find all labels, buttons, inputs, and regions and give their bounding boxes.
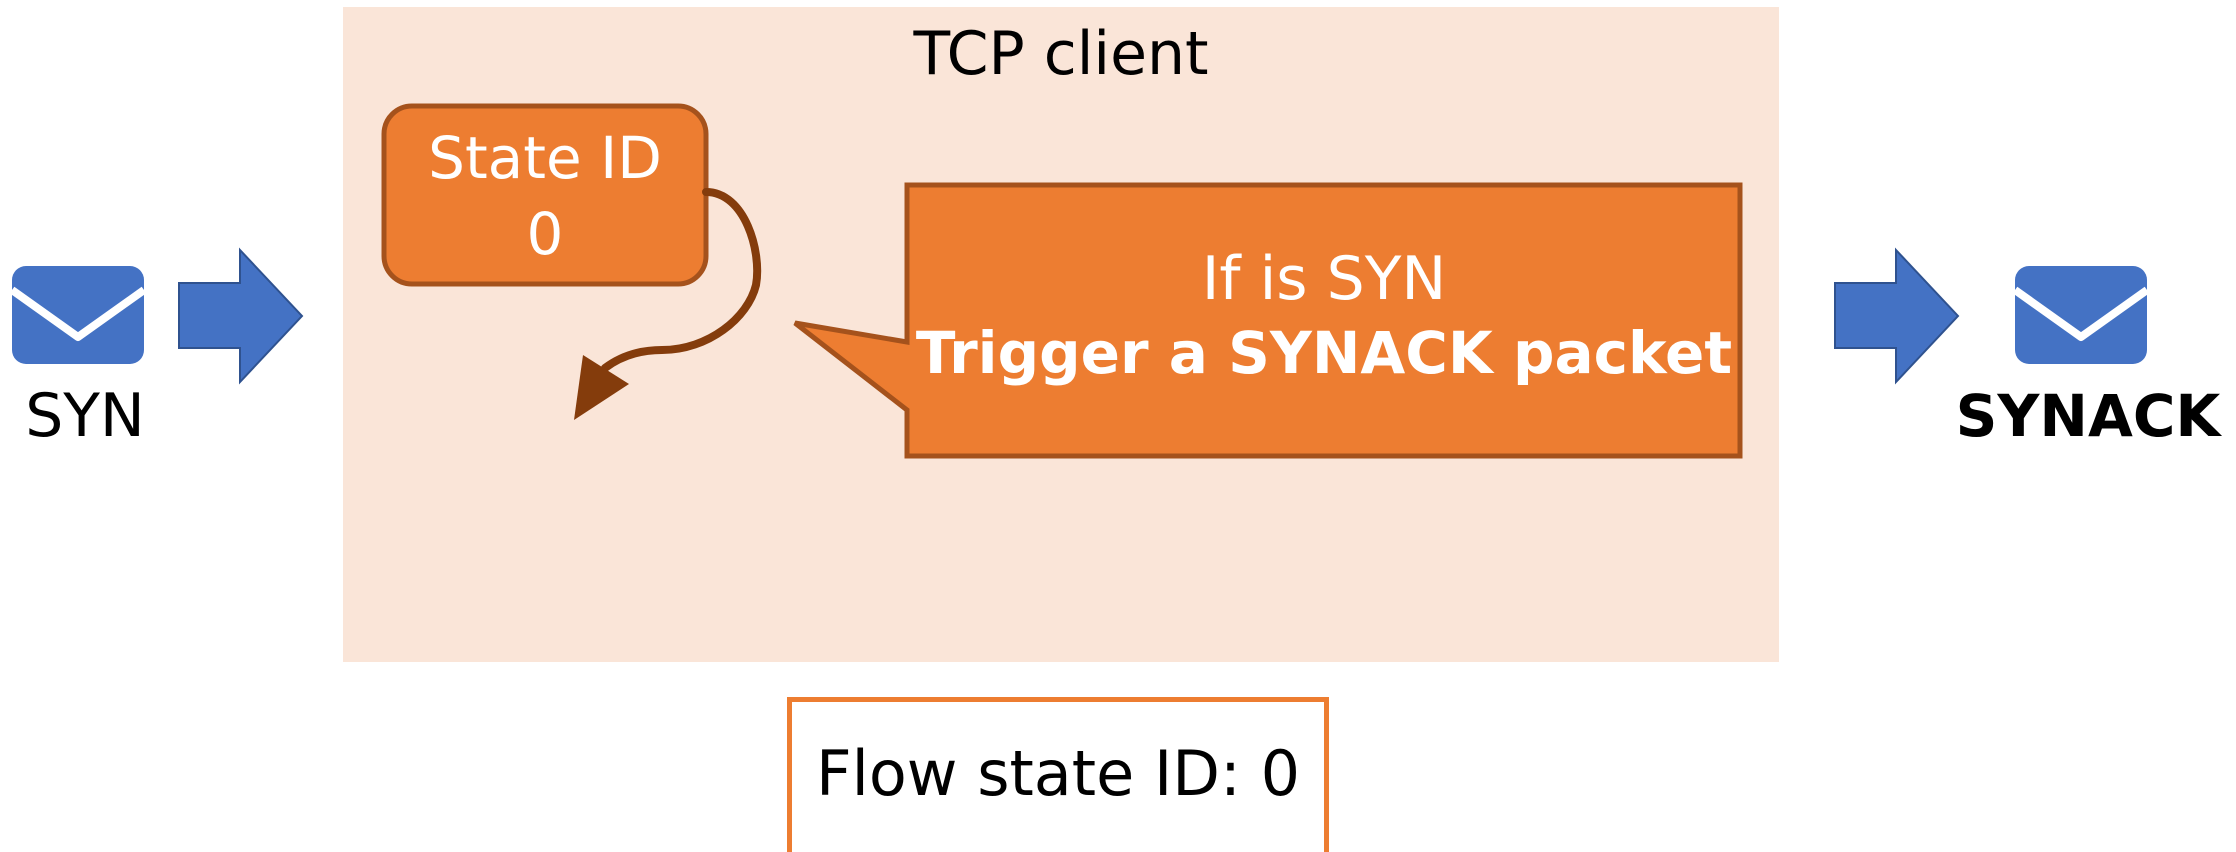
callout-bubble — [793, 182, 1743, 459]
callout-condition: If is SYN — [1201, 244, 1447, 314]
state-id-value: 0 — [526, 200, 564, 268]
state-loop-arrowhead — [574, 355, 629, 420]
tcp-client-title: TCP client — [913, 19, 1209, 89]
input-arrow-icon — [178, 247, 304, 385]
syn-packet-label: SYN — [25, 381, 145, 451]
callout-text: If is SYN Trigger a SYNACK packet — [908, 242, 1740, 390]
output-arrow-icon — [1834, 247, 1960, 385]
state-id-label: State ID — [428, 124, 662, 192]
callout-action: Trigger a SYNACK packet — [915, 319, 1733, 387]
syn-envelope-icon — [9, 266, 147, 364]
state-id-text: State ID 0 — [384, 120, 706, 272]
flow-state-box — [787, 697, 1329, 852]
flow-state-label: Flow state ID: 0 — [815, 737, 1301, 810]
synack-packet-label: SYNACK — [1955, 382, 2221, 450]
state-loop-arrow — [601, 188, 762, 372]
synack-envelope-icon — [2012, 266, 2150, 364]
